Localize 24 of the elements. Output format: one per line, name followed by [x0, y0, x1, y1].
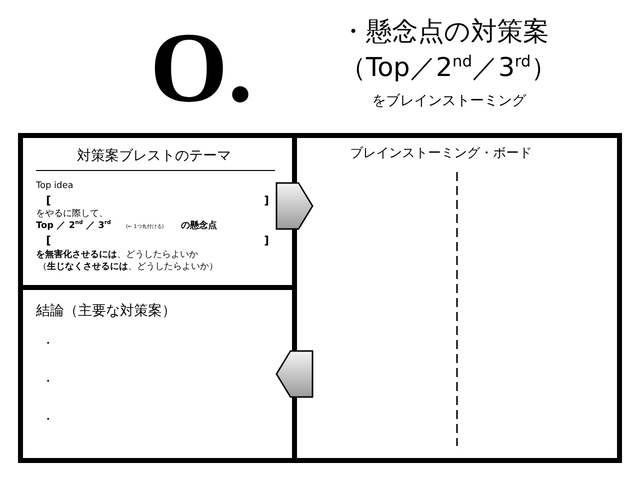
- panel-heading: 結論（主要な対策案）: [36, 302, 176, 320]
- block-arrow: [276, 350, 314, 398]
- bullet: ・: [42, 336, 54, 351]
- body-text: Top ／ 2$^{nd}$ ／ 3$^{rd}$: [36, 221, 111, 232]
- bracket: ]: [264, 234, 270, 248]
- title: ・懸念点の対策案（Top／2$^{nd}$／3$^{rd}$）: [340, 16, 558, 85]
- body-text: を無害化させるには、どうしたらよいか: [36, 250, 198, 261]
- panel: [297, 133, 622, 463]
- body-text: （生じなくさせるには、どうしたらよいか）: [38, 262, 218, 273]
- bracket: [: [46, 234, 52, 248]
- bullet: ・: [42, 412, 54, 427]
- block-arrow: [276, 182, 314, 230]
- section-letter: O.: [150, 18, 253, 118]
- panel: [18, 133, 297, 290]
- bracket: ]: [264, 194, 270, 208]
- body-text: Top idea: [36, 181, 74, 192]
- panel: [18, 290, 297, 463]
- panel-heading: 対策案ブレストのテーマ: [77, 147, 231, 165]
- subtitle: をブレインストーミング: [372, 92, 526, 110]
- body-text: の懸念点: [181, 221, 217, 232]
- bullet: ・: [42, 374, 54, 389]
- body-text: をやるに際して、: [36, 209, 108, 220]
- bracket: [: [46, 194, 52, 208]
- panel-heading: ブレインストーミング・ボード: [350, 146, 532, 162]
